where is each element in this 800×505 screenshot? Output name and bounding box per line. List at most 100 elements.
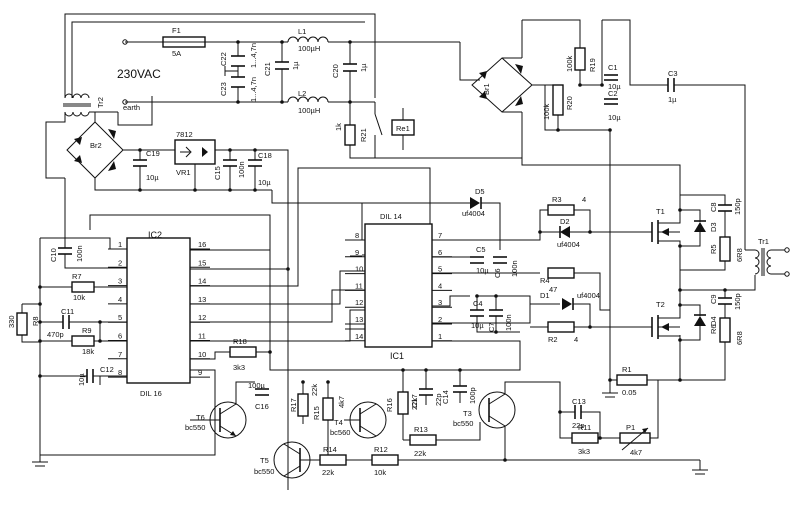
resistor-r2: R2 4 bbox=[530, 321, 652, 344]
r8-value: 330 bbox=[7, 315, 16, 328]
ic1-package: DIL 14 bbox=[380, 212, 402, 221]
r3-ref: R3 bbox=[552, 195, 562, 204]
diode-d1: D1 uf4004 bbox=[540, 291, 600, 327]
ic1-pin-number: 5 bbox=[438, 265, 442, 274]
output-terminal-top[interactable] bbox=[784, 247, 790, 253]
ic2-pin-number: 6 bbox=[118, 332, 122, 341]
junction-dot bbox=[98, 339, 102, 343]
capacitor-c23: C23 1...4,7n bbox=[219, 76, 258, 102]
t5-value: bc550 bbox=[254, 467, 274, 476]
junction-dot bbox=[38, 339, 42, 343]
c2-ref: C2 bbox=[608, 89, 618, 98]
c6-value: 100n bbox=[510, 260, 519, 277]
junction-dot bbox=[348, 100, 352, 104]
c5-value: 10µ bbox=[476, 266, 489, 275]
c14-value: 100p bbox=[468, 387, 477, 404]
mains-connector-bottom[interactable] bbox=[122, 99, 128, 105]
d5-value: uf4004 bbox=[462, 209, 485, 218]
transformer-tr1: Tr1 bbox=[680, 237, 785, 291]
c13-value: 22p bbox=[572, 421, 585, 430]
ic1-pin-number: 9 bbox=[355, 248, 359, 257]
resistor-r19: 100k R19 bbox=[565, 20, 603, 86]
resistor-r12: R12 10k bbox=[365, 445, 505, 477]
capacitor-c14: C14 100p bbox=[441, 370, 477, 404]
ic2-pin-number: 7 bbox=[118, 350, 122, 359]
r16-ref: R16 bbox=[385, 398, 394, 412]
r1-ref: R1 bbox=[622, 365, 632, 374]
capacitor-c6: C6 100n bbox=[493, 256, 519, 278]
r7-ref: R7 bbox=[72, 272, 82, 281]
relay-re1[interactable]: Re1 bbox=[374, 108, 415, 150]
ic2-pin-number: 2 bbox=[118, 258, 122, 267]
r20-value: 100k bbox=[542, 103, 551, 120]
junction-dot bbox=[678, 208, 682, 212]
resistor-r16: R16 22k bbox=[385, 370, 419, 440]
junction-dot bbox=[268, 350, 272, 354]
r15-ref: R15 bbox=[312, 406, 321, 420]
potentiometer-p1[interactable]: P1 4k7 bbox=[619, 380, 659, 457]
fuse-f1: F1 5A bbox=[162, 26, 206, 58]
ic2-pin-number: 11 bbox=[198, 332, 206, 341]
l1-value: 100µH bbox=[298, 44, 320, 53]
earth-label: earth bbox=[123, 103, 140, 112]
r9-value: 18k bbox=[82, 347, 94, 356]
capacitor-c16: 100µ C16 bbox=[248, 381, 269, 411]
ic1-pin-number: 13 bbox=[355, 315, 363, 324]
junction-dot bbox=[678, 338, 682, 342]
t6-ref: T6 bbox=[196, 413, 205, 422]
junction-dot bbox=[138, 188, 142, 192]
r12-value: 10k bbox=[374, 468, 386, 477]
ic2-pin-number: 10 bbox=[198, 350, 206, 359]
c8-ref: C8 bbox=[709, 202, 718, 212]
c17-value: 22p bbox=[434, 393, 443, 406]
ic2-pin-number: 13 bbox=[198, 295, 206, 304]
r6-value: 6R8 bbox=[735, 331, 744, 345]
ic2-pin-number: 4 bbox=[118, 295, 122, 304]
capacitor-c1: C1 10µ bbox=[604, 63, 621, 91]
r17-ref: R17 bbox=[289, 398, 298, 412]
r7-value: 10k bbox=[73, 293, 85, 302]
capacitor-c17: C17 22p bbox=[410, 370, 443, 408]
mosfet-t2: T2 bbox=[651, 290, 681, 339]
br1-ref: Br1 bbox=[482, 83, 491, 95]
tr1-ref: Tr1 bbox=[758, 237, 769, 246]
bridge-rectifier-br2: Br2 bbox=[66, 121, 124, 179]
c23-value: 1...4,7n bbox=[249, 77, 258, 102]
capacitor-c21: C21 1µ bbox=[263, 61, 300, 76]
junction-dot bbox=[608, 128, 612, 132]
junction-dot bbox=[558, 410, 562, 414]
c15-value: 100n bbox=[237, 161, 246, 178]
r14-ref: R14 bbox=[323, 445, 337, 454]
ic2-name: IC2 bbox=[148, 230, 162, 240]
junction-dot bbox=[193, 188, 197, 192]
c19-ref: C19 bbox=[146, 149, 160, 158]
c23-ref: C23 bbox=[219, 82, 228, 96]
transformer-tr2: Tr2 earth bbox=[63, 93, 140, 117]
output-terminal-bottom[interactable] bbox=[784, 271, 790, 277]
c18-ref: C18 bbox=[258, 151, 272, 160]
transistor-t6: T6 bc550 bbox=[185, 381, 255, 439]
junction-dot bbox=[228, 188, 232, 192]
p1-ref: P1 bbox=[626, 423, 635, 432]
ic1-pin-number: 10 bbox=[355, 265, 363, 274]
c4-value: 10µ bbox=[471, 321, 484, 330]
junction-dot bbox=[38, 285, 42, 289]
resistor-r8: R8 330 bbox=[7, 303, 40, 343]
r12-ref: R12 bbox=[374, 445, 388, 454]
resistor-r6: R6 6R8 bbox=[680, 317, 744, 381]
mains-connector-top[interactable] bbox=[122, 39, 128, 45]
r21-ref: R21 bbox=[359, 128, 368, 142]
r19-value: 100k bbox=[565, 55, 574, 72]
c11-value: 470p bbox=[47, 330, 64, 339]
ic2-pin-number: 9 bbox=[198, 368, 202, 377]
junction-dot bbox=[236, 100, 240, 104]
resistor-r20: 100k R20 bbox=[542, 84, 574, 130]
junction-dot bbox=[538, 230, 542, 234]
r5-ref: R5 bbox=[709, 244, 718, 254]
re1-ref: Re1 bbox=[396, 124, 410, 133]
diode-d3: D3 bbox=[680, 209, 718, 247]
junction-dot bbox=[138, 148, 142, 152]
ic1-pin-number: 12 bbox=[355, 298, 363, 307]
junction-dot bbox=[280, 100, 284, 104]
c7-ref: C7 bbox=[487, 322, 496, 332]
